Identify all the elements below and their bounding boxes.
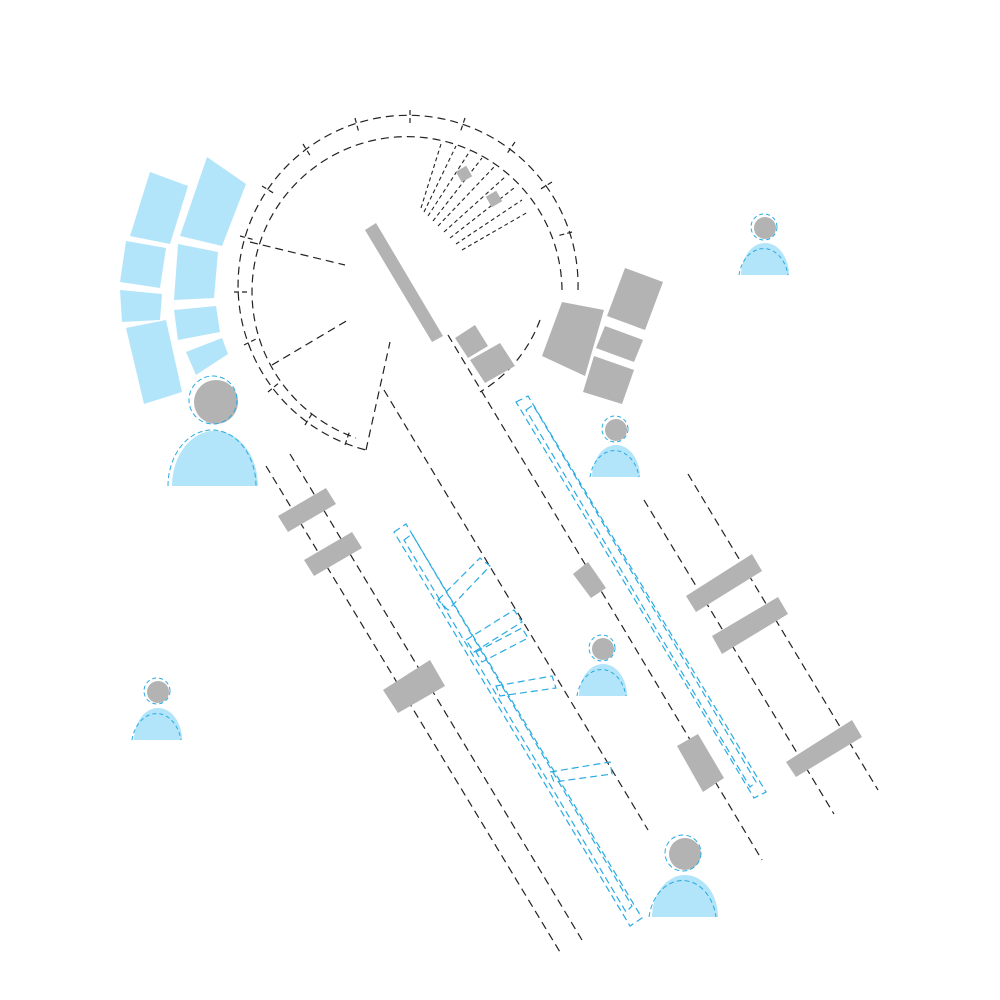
block-diag-7	[677, 734, 724, 792]
cyan-rung-2	[465, 609, 523, 653]
plaza-radial-line-2	[271, 319, 349, 366]
seating-block	[174, 306, 220, 340]
plaza-radial-line-1	[249, 241, 346, 266]
cyan-rung-5	[549, 761, 613, 783]
person-figure-center-right	[589, 415, 640, 478]
fan-small-block-2	[485, 190, 503, 208]
cyan-rung-1	[437, 557, 491, 611]
plaza-middle-ring	[479, 319, 541, 393]
seating-block	[126, 320, 182, 404]
block-large-left	[542, 302, 604, 376]
seating-block	[180, 157, 246, 246]
person-figure-top-right	[738, 213, 789, 276]
central-bar	[365, 223, 443, 342]
cyan-rung-3	[475, 627, 529, 663]
cyan-path-right	[515, 395, 767, 799]
block-small-a	[455, 325, 488, 358]
person-figure-large-left	[167, 375, 258, 487]
person-figure-bottom	[648, 834, 718, 918]
cyan-path-right-inner	[525, 404, 757, 788]
cyan-path-left-inner	[403, 533, 633, 913]
diagonal-gray-blocks	[278, 488, 862, 792]
block-right-top	[607, 268, 663, 330]
block-diag-8	[786, 720, 862, 777]
block-diag-1	[278, 488, 336, 532]
block-diag-4	[573, 562, 606, 598]
cyan-path-left	[393, 523, 643, 927]
seating-blocks	[120, 157, 246, 404]
person-figure-center	[576, 634, 627, 697]
block-diag-5	[686, 554, 762, 612]
plaza-ring-ticks	[234, 110, 573, 446]
plaza-gray-blocks	[365, 223, 663, 404]
diagonal-dashed-lines	[265, 334, 879, 953]
seating-block	[174, 244, 218, 300]
cyan-rung-4	[495, 675, 557, 697]
block-diag-3	[383, 660, 445, 713]
cyan-dashed-paths	[393, 395, 767, 927]
plaza-opening-edge	[365, 341, 391, 451]
seating-block	[120, 290, 162, 322]
block-right-mid	[596, 326, 643, 362]
seating-block	[120, 241, 166, 288]
seating-block	[186, 338, 228, 375]
plaza-outer-ring	[237, 114, 579, 451]
fan-dashed-lines	[420, 143, 529, 251]
person-figure-left	[131, 677, 182, 741]
block-diag-6	[712, 597, 788, 654]
block-right-low	[583, 356, 634, 404]
fan-small-block-1	[455, 165, 473, 183]
circular-plaza	[237, 114, 579, 451]
seating-block	[130, 172, 188, 244]
plaza-inner-ring	[251, 136, 563, 439]
block-diag-2	[304, 532, 362, 576]
block-small-b	[470, 343, 515, 383]
